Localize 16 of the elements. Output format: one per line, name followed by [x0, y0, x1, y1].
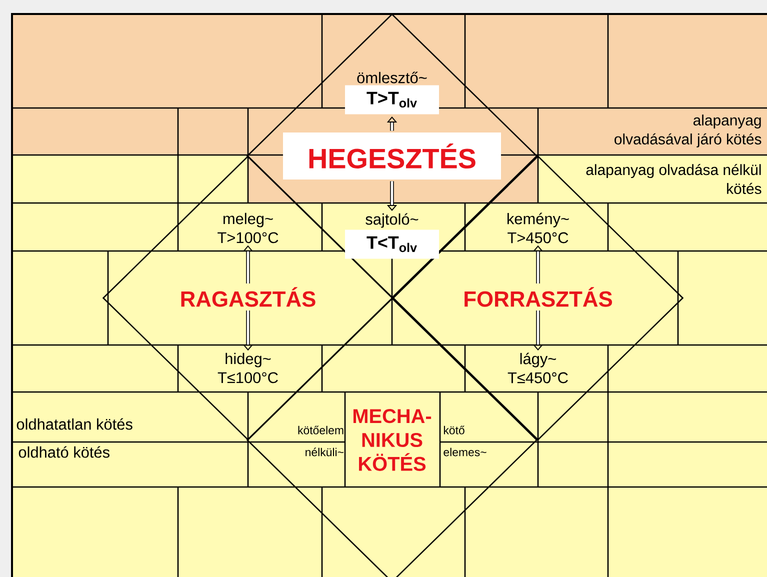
condition-label: hideg~ T≤100°C: [218, 352, 278, 384]
cell-label: kötő elemes~: [444, 426, 486, 456]
category-title: RAGASZTÁS: [181, 287, 316, 307]
condition-label: kemény~ T>450°C: [508, 212, 569, 244]
condition-label: ömlesztő~ T>T$_{olv}$: [345, 72, 439, 114]
category-title: MECHA- NIKUS KÖTÉS: [353, 409, 432, 471]
condition-label: lágy~ T≤450°C: [508, 352, 568, 384]
category-title: FORRASZTÁS: [464, 287, 612, 307]
category-title: HEGESZTÉS: [283, 132, 501, 180]
cell-label: oldható kötés: [18, 446, 110, 458]
cell-label: alapanyag olvadása nélkül kötés: [586, 164, 762, 194]
cell-label: alapanyag olvadásával járó kötés: [614, 114, 762, 148]
cell-label: oldhatatlan kötés: [16, 418, 132, 430]
condition-label: meleg~ T>100°C: [218, 212, 278, 244]
condition-label: sajtoló~ T<T$_{olv}$: [345, 213, 439, 259]
cell-label: kötőelem nélküli~: [298, 426, 344, 456]
